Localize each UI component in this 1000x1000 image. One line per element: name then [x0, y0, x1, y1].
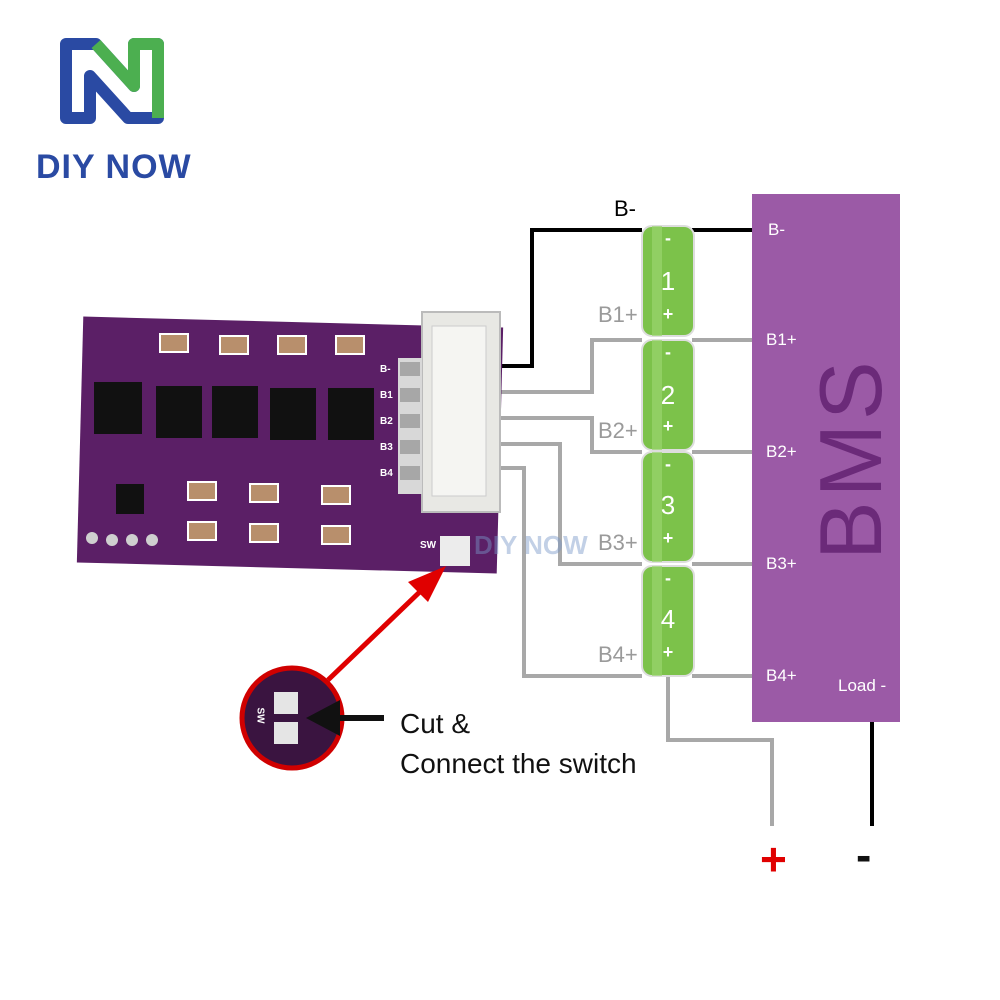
b-minus-wire	[500, 228, 642, 368]
cell-2-pos: +	[662, 416, 674, 436]
pcb-pin-b1: B1	[380, 390, 393, 401]
bms-title-text: BMS	[801, 357, 900, 560]
cell-1-pos: +	[662, 304, 674, 324]
cell-3-number: 3	[660, 490, 676, 520]
bms-b-minus-label: B-	[768, 220, 785, 239]
b4-wire	[500, 466, 642, 678]
cell-4-neg: -	[665, 568, 671, 588]
zoom-switch-label: SW	[254, 707, 266, 724]
callout-line-2: Connect the switch	[400, 748, 637, 779]
bms-b1-label: B1+	[766, 330, 797, 349]
red-arrow-icon	[326, 566, 446, 682]
cell-2-neg: -	[665, 342, 671, 362]
cell-4-pos: +	[662, 642, 674, 662]
b2-wire	[500, 416, 642, 454]
positive-terminal: +	[760, 833, 787, 885]
black-arrow-icon	[306, 700, 384, 736]
pcb-pin-b2: B2	[380, 416, 393, 427]
bms-module	[752, 194, 900, 722]
cell-1-neg: -	[665, 228, 671, 248]
pcb-pin-b3: B3	[380, 442, 393, 453]
cell-3-neg: -	[665, 454, 671, 474]
b1-wire	[500, 338, 642, 394]
wire-b4-label: B4+	[598, 642, 638, 667]
wire-b1-label: B1+	[598, 302, 638, 327]
pcb-board	[76, 311, 504, 574]
bms-b2-label: B2+	[766, 442, 797, 461]
diy-now-logo-icon	[60, 38, 164, 124]
wire-b3-label: B3+	[598, 530, 638, 555]
battery-cells	[641, 225, 695, 677]
wire-b2-label: B2+	[598, 418, 638, 443]
callout-line-1: Cut &	[400, 708, 471, 739]
cell-3-pos: +	[662, 528, 674, 548]
bms-b4-label: B4+	[766, 666, 797, 685]
watermark-text: DIY NOW	[474, 530, 588, 560]
bms-load-minus-label: Load -	[838, 676, 887, 695]
cell-1-number: 1	[660, 266, 676, 296]
plus-output-wire	[666, 676, 774, 826]
brand-name-text: DIY NOW	[36, 148, 192, 186]
b3-wire	[500, 442, 642, 566]
pcb-pin-b-minus: B-	[380, 364, 391, 375]
cell-2-number: 2	[660, 380, 676, 410]
cell-4-number: 4	[660, 604, 676, 634]
bms-title: BMS	[800, 300, 920, 580]
pcb-switch-label: SW	[420, 540, 437, 551]
b-minus-top-label: B-	[614, 196, 636, 221]
brand-name: DIY NOW	[36, 148, 192, 187]
callout-text: Cut & Connect the switch	[400, 704, 637, 784]
negative-terminal: -	[856, 829, 872, 881]
pcb-pin-b4: B4	[380, 468, 393, 479]
bms-b3-label: B3+	[766, 554, 797, 573]
